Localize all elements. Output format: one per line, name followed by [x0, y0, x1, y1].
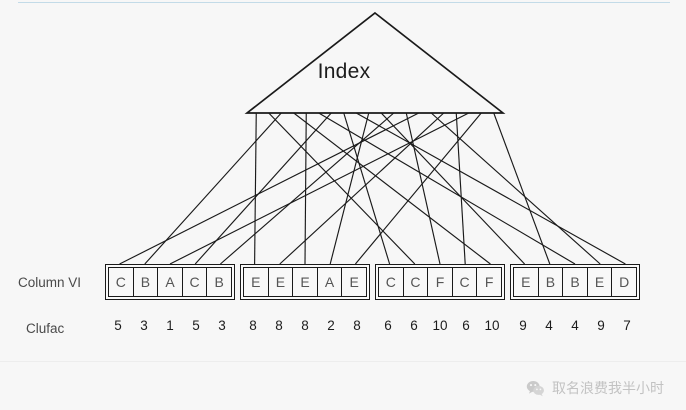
mapping-line [194, 112, 332, 265]
watermark-text: 取名浪费我半小时 [552, 381, 664, 397]
row-label-column: Column VI [18, 275, 82, 290]
clufac-value: 7 [623, 318, 631, 333]
cell: B [537, 267, 564, 297]
cell: E [292, 267, 318, 297]
cell: B [562, 267, 588, 297]
clufac-value-group: 8 8 8 2 8 [240, 318, 370, 338]
clufac-value: 3 [140, 318, 148, 333]
index-triangle-shape [244, 11, 506, 114]
mapping-line [343, 112, 391, 265]
mapping-line [304, 112, 307, 265]
mapping-line [380, 112, 526, 265]
mapping-line [455, 112, 466, 265]
row-label-clufac: Clufac [26, 321, 65, 336]
index-title: Index [0, 60, 686, 84]
mapping-line [144, 112, 282, 265]
bottom-divider [0, 361, 686, 362]
clufac-value: 3 [218, 318, 226, 333]
clufac-value: 6 [462, 318, 470, 333]
mapping-line [268, 112, 416, 265]
cell: C [402, 267, 429, 297]
clufac-value: 8 [275, 318, 283, 333]
cell: C [108, 267, 134, 297]
index-title-text: Index [317, 60, 371, 83]
mapping-line [493, 112, 551, 265]
clufac-value-group: 5 3 1 5 3 [105, 318, 235, 338]
cell: D [611, 267, 637, 297]
mapping-line [354, 112, 482, 265]
top-divider [18, 2, 670, 3]
cell: E [586, 267, 613, 297]
mapping-line [279, 112, 445, 265]
clufac-value: 9 [519, 318, 527, 333]
cell: F [427, 267, 453, 297]
cell: F [476, 267, 502, 297]
clufac-value: 9 [597, 318, 605, 333]
cell: B [132, 267, 159, 297]
clufac-value-group: 9 4 4 9 7 [510, 318, 640, 338]
cell: E [513, 267, 539, 297]
clufac-value: 6 [410, 318, 418, 333]
clufac-value: 8 [301, 318, 309, 333]
clufac-value: 10 [432, 318, 448, 333]
mapping-line [254, 112, 257, 265]
mapping-lines [119, 112, 626, 265]
cell: E [341, 267, 367, 297]
cell: C [181, 267, 208, 297]
clufac-value: 5 [114, 318, 122, 333]
clufac-value: 6 [384, 318, 392, 333]
mapping-line [318, 112, 576, 265]
mapping-line [430, 112, 601, 265]
clufac-value: 5 [192, 318, 200, 333]
cell: C [451, 267, 478, 297]
cell: E [267, 267, 294, 297]
clufac-value: 8 [353, 318, 361, 333]
mapping-line [355, 112, 626, 265]
clufac-value: 4 [545, 318, 553, 333]
clufac-value: 1 [166, 318, 174, 333]
cell: A [316, 267, 343, 297]
mapping-line [220, 112, 395, 265]
mapping-line [293, 112, 491, 265]
cell: E [243, 267, 269, 297]
cell: C [378, 267, 404, 297]
wechat-icon [526, 380, 544, 396]
clufac-value: 4 [571, 318, 579, 333]
clufac-value-group: 6 6 10 6 10 [375, 318, 505, 338]
mapping-line [405, 112, 441, 265]
mapping-line [169, 112, 470, 265]
watermark: 取名浪费我半小时 [526, 378, 664, 398]
clufac-value: 10 [484, 318, 500, 333]
cell: A [157, 267, 183, 297]
cell: B [206, 267, 232, 297]
index-triangle [244, 11, 506, 114]
mapping-line [119, 112, 420, 265]
clufac-value: 2 [327, 318, 335, 333]
clufac-value: 8 [249, 318, 257, 333]
